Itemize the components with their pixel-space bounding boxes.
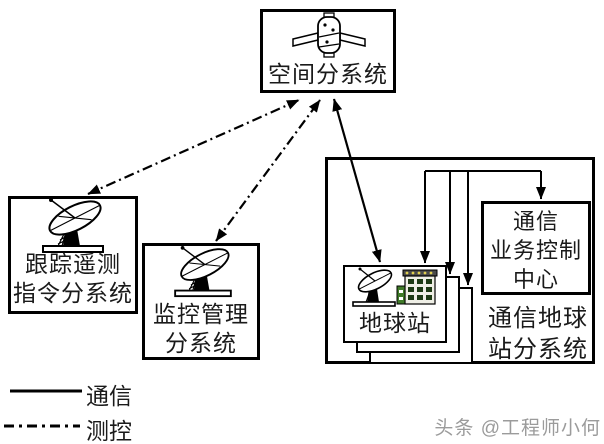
satellite-icon xyxy=(291,12,367,58)
node-comm-business-control-center xyxy=(481,201,591,295)
comm-earth-subsystem-label-line1: 通信地球 xyxy=(488,305,588,332)
monitoring-label-line1: 监控管理 xyxy=(153,301,249,327)
tracking-label-line1: 跟踪遥测 xyxy=(25,251,121,277)
control-center-label-line1: 通信 xyxy=(512,209,559,234)
earth-station-label: 地球站 xyxy=(359,310,431,336)
earth-station-icon xyxy=(351,267,439,309)
control-center-label-line3: 中心 xyxy=(512,267,559,292)
space-subsystem-label: 空间分系统 xyxy=(268,61,388,87)
watermark: 头条 @工程师小何 xyxy=(434,418,601,439)
tracking-label: 跟踪遥测 指令分系统 xyxy=(8,250,138,308)
legend-ttc-label: 测控 xyxy=(86,418,132,444)
monitoring-label-line2: 分系统 xyxy=(165,330,237,356)
control-center-label-line2: 业务控制 xyxy=(489,238,582,263)
comm-earth-subsystem-label: 通信地球 站分系统 xyxy=(482,303,594,365)
edge-ttc-tracking-space xyxy=(87,98,300,196)
comm-earth-subsystem-label-line2: 站分系统 xyxy=(488,336,588,363)
legend-comm-label: 通信 xyxy=(86,383,132,409)
satellite-dish-icon xyxy=(159,246,247,298)
edge-ttc-monitoring-space xyxy=(215,99,321,242)
control-center-label: 通信 业务控制 中心 xyxy=(481,207,591,294)
tracking-label-line2: 指令分系统 xyxy=(13,280,133,306)
monitoring-label: 监控管理 分系统 xyxy=(142,300,260,358)
satellite-dish-icon xyxy=(29,198,117,254)
